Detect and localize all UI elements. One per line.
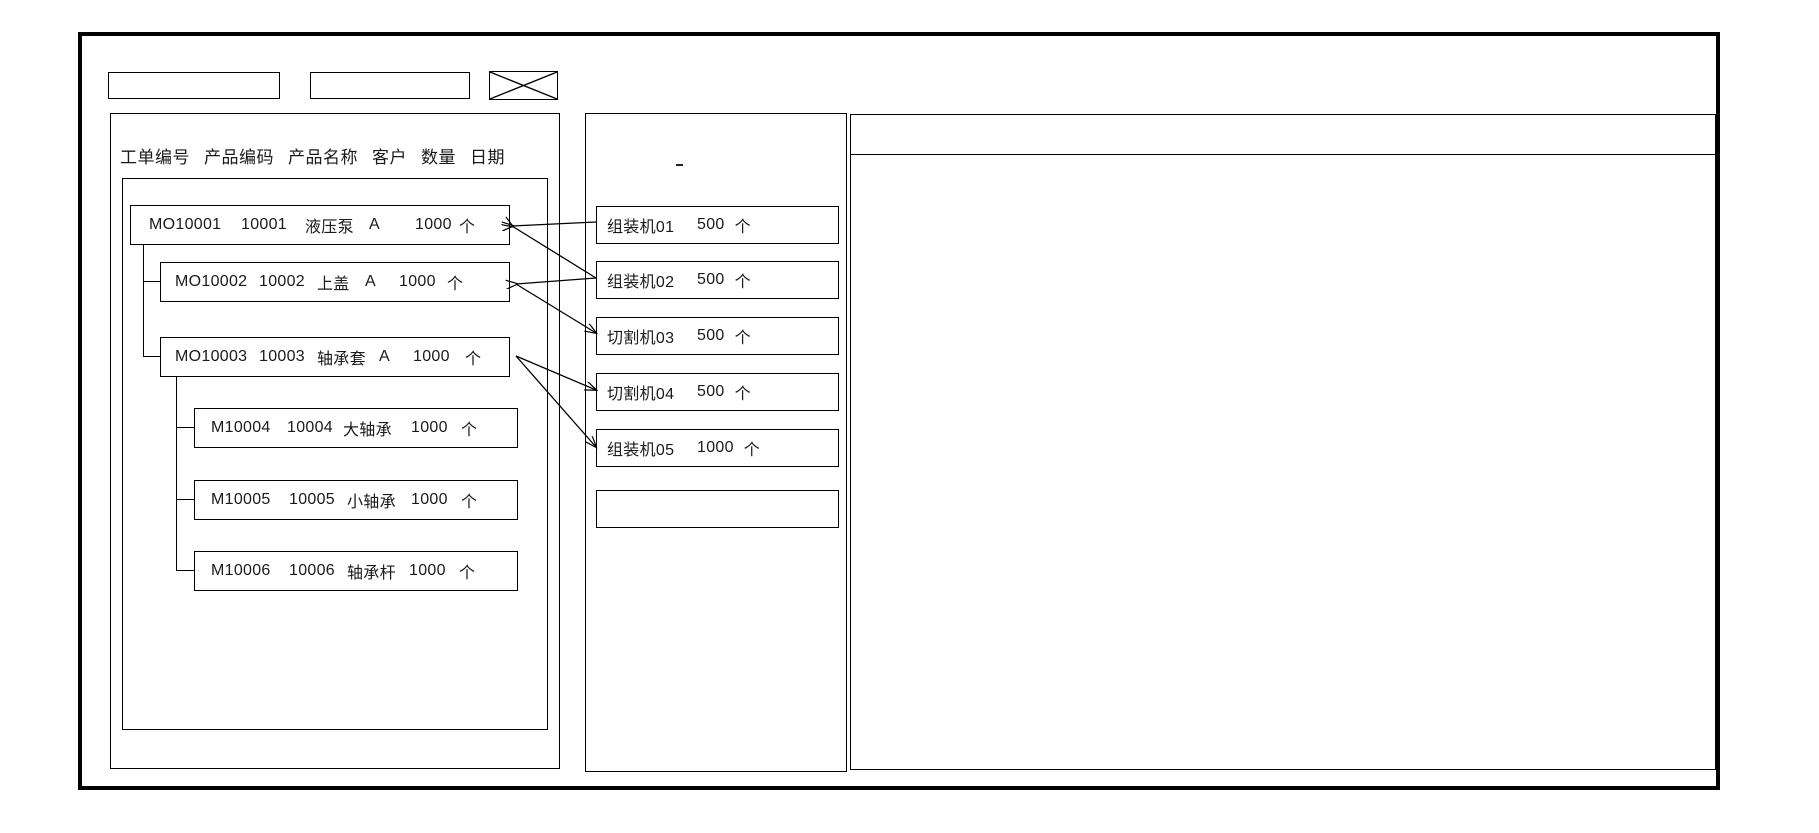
row-qty: 1000: [409, 562, 446, 579]
tree-row[interactable]: MO10002 10002 上盖 A 1000 个: [160, 262, 510, 302]
machine-qty: 500: [697, 327, 725, 344]
column-header-customer: 客户: [372, 147, 407, 167]
machine-name: 切割机04: [607, 386, 675, 403]
tree-row[interactable]: M10004 10004 大轴承 1000 个: [194, 408, 518, 448]
machine-card[interactable]: 切割机03 500 个: [596, 317, 839, 355]
row-order-no: MO10003: [175, 348, 248, 365]
machine-name: 组装机02: [607, 274, 675, 291]
row-qty: 1000: [411, 419, 448, 436]
machine-qty: 500: [697, 271, 725, 288]
machine-name: 切割机03: [607, 330, 675, 347]
machine-name: 组装机01: [607, 219, 675, 236]
row-unit: 个: [461, 494, 478, 511]
row-order-no: M10005: [211, 491, 271, 508]
machine-card[interactable]: 组装机02 500 个: [596, 261, 839, 299]
row-order-no: MO10001: [149, 216, 222, 233]
row-customer: A: [379, 348, 390, 365]
tree-elbow-1: [143, 245, 161, 357]
row-product-code: 10003: [259, 348, 305, 365]
panel-marker-dash: [676, 164, 683, 166]
tree-row[interactable]: M10006 10006 轴承杆 1000 个: [194, 551, 518, 591]
row-product-name: 轴承套: [317, 351, 366, 368]
machine-qty: 1000: [697, 439, 734, 456]
row-product-code: 10004: [287, 419, 333, 436]
row-order-no: MO10002: [175, 273, 248, 290]
row-product-name: 上盖: [317, 276, 350, 293]
machine-unit: 个: [734, 219, 751, 236]
detail-panel: [850, 114, 1716, 770]
row-order-no: M10006: [211, 562, 271, 579]
machine-unit: 个: [734, 386, 751, 403]
row-order-no: M10004: [211, 419, 271, 436]
crossed-box-icon[interactable]: [489, 71, 558, 100]
machine-card[interactable]: 组装机01 500 个: [596, 206, 839, 244]
column-header-product-code: 产品编码: [204, 147, 274, 167]
tree-row[interactable]: M10005 10005 小轴承 1000 个: [194, 480, 518, 520]
row-qty: 1000: [413, 348, 450, 365]
row-unit: 个: [459, 219, 476, 236]
machine-qty: 500: [697, 216, 725, 233]
row-product-code: 10002: [259, 273, 305, 290]
row-customer: A: [369, 216, 380, 233]
row-product-code: 10001: [241, 216, 287, 233]
row-product-name: 小轴承: [347, 494, 396, 511]
column-header-qty: 数量: [421, 147, 456, 167]
row-qty: 1000: [399, 273, 436, 290]
column-header-order-no: 工单编号: [120, 147, 190, 167]
row-qty: 1000: [415, 216, 452, 233]
row-unit: 个: [461, 422, 478, 439]
crossed-box-icon-svg: [490, 72, 557, 99]
machine-card[interactable]: 组装机05 1000 个: [596, 429, 839, 467]
row-unit: 个: [465, 351, 482, 368]
machine-name: 组装机05: [607, 442, 675, 459]
row-product-code: 10006: [289, 562, 335, 579]
column-header-product-name: 产品名称: [288, 147, 358, 167]
toolbar-field-1[interactable]: [108, 72, 280, 99]
row-qty: 1000: [411, 491, 448, 508]
tree-row[interactable]: MO10003 10003 轴承套 A 1000 个: [160, 337, 510, 377]
row-customer: A: [365, 273, 376, 290]
detail-panel-header: [851, 115, 1715, 155]
work-order-column-headers: 工单编号 产品编码 产品名称 客户 数量 日期: [120, 140, 550, 170]
machine-unit: 个: [734, 274, 751, 291]
row-product-name: 大轴承: [343, 422, 392, 439]
machine-qty: 500: [697, 383, 725, 400]
machine-card-empty[interactable]: [596, 490, 839, 528]
row-product-code: 10005: [289, 491, 335, 508]
column-header-date: 日期: [470, 147, 505, 167]
tree-row[interactable]: MO10001 10001 液压泵 A 1000 个: [130, 205, 510, 245]
row-unit: 个: [459, 565, 476, 582]
machine-unit: 个: [734, 330, 751, 347]
machine-unit: 个: [743, 442, 761, 459]
toolbar-field-2[interactable]: [310, 72, 470, 99]
tree-elbow-4: [176, 377, 195, 571]
row-product-name: 轴承杆: [347, 565, 396, 582]
row-product-name: 液压泵: [305, 219, 354, 236]
row-unit: 个: [447, 276, 464, 293]
machine-card[interactable]: 切割机04 500 个: [596, 373, 839, 411]
